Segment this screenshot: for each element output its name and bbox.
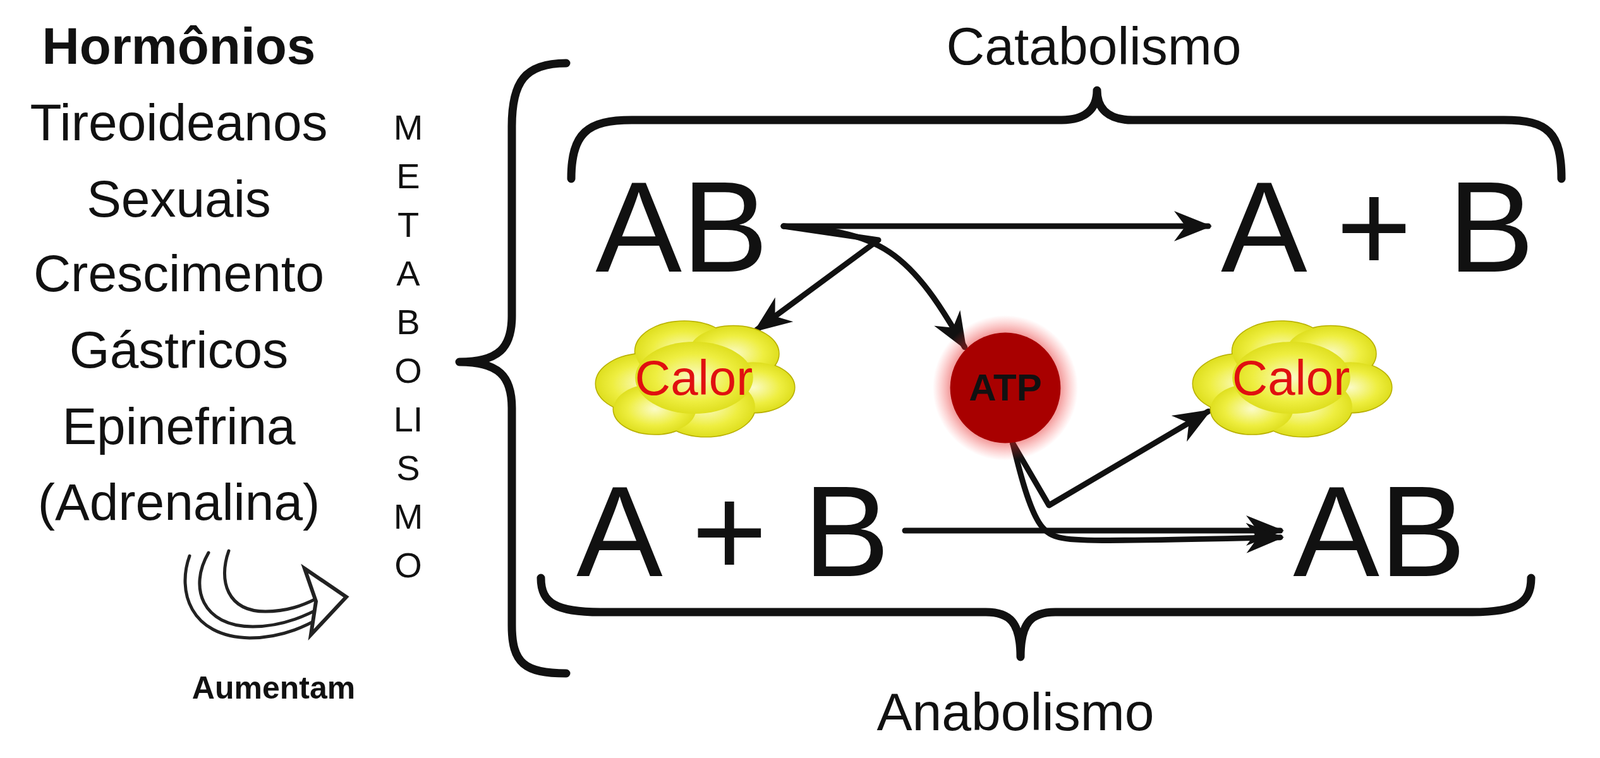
metabolism-brace xyxy=(459,63,567,674)
cloud-lobe xyxy=(635,341,754,414)
increase-arrow-head xyxy=(304,568,347,636)
reaction-arrow xyxy=(757,226,879,330)
heat-label: Calor xyxy=(635,353,753,403)
hormone-name: Crescimento xyxy=(33,243,325,304)
hormone-name: Tireoideanos xyxy=(29,92,328,153)
reaction-arrow xyxy=(783,223,1209,230)
hormone-name: Gástricos xyxy=(69,320,289,380)
heat-label: Calor xyxy=(1232,353,1350,403)
formula-text: AB xyxy=(1289,463,1470,599)
formula: AB xyxy=(1292,466,1466,596)
atp-circle: ATP xyxy=(932,315,1079,461)
reaction-arrow xyxy=(1012,442,1281,541)
list-heading: Hormônios xyxy=(42,16,316,76)
heat-cloud: Calor xyxy=(1193,317,1390,438)
atp-label: ATP xyxy=(968,369,1043,407)
heat-cloud: Calor xyxy=(595,317,793,438)
effect-label: Aumentam xyxy=(192,670,356,708)
vertical-title: METABOLISMO xyxy=(390,103,426,590)
reaction-arrow xyxy=(904,528,1281,534)
hormone-name: Epinefrina xyxy=(61,396,296,457)
hormone-name: Sexuais xyxy=(86,169,272,229)
atp-glow xyxy=(932,315,1079,461)
formula: A + B xyxy=(576,466,890,596)
increase-arrow-stroke xyxy=(224,551,316,612)
formula: AB xyxy=(595,161,768,292)
reaction-arrow xyxy=(783,226,965,348)
cloud-lobe xyxy=(1232,341,1351,414)
atp-disc xyxy=(950,333,1061,444)
group-label: Anabolismo xyxy=(877,681,1155,744)
cloud-lobe xyxy=(1232,341,1351,414)
formula-text: A + B xyxy=(1217,159,1539,294)
group-label: Catabolismo xyxy=(946,15,1242,78)
cloud-lobe xyxy=(635,341,754,414)
formula: A + B xyxy=(1220,161,1535,292)
hormone-name: (Adrenalina) xyxy=(37,472,321,533)
formula-text: AB xyxy=(591,159,773,294)
formula-text: A + B xyxy=(572,463,894,599)
increase-arrow xyxy=(199,552,326,627)
